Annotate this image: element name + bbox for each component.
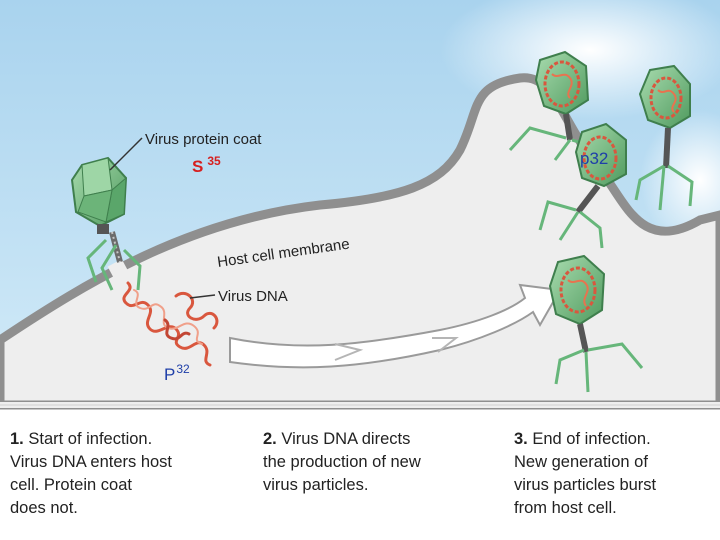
new-phage-4 [548, 254, 644, 393]
sulfur-superscript: 35 [207, 154, 221, 168]
step-3-line-3: virus particles burst [514, 476, 657, 494]
step-1-line-3: cell. Protein coat [10, 476, 132, 494]
phosphorus-label: P32 [164, 362, 190, 384]
step-3-caption: 3. End of infection. New generation of v… [514, 428, 656, 520]
phage-p32-label: p32 [580, 149, 608, 168]
step-1-number: 1. [10, 430, 24, 448]
new-phage-3 [538, 122, 627, 249]
new-phage-2 [634, 64, 694, 211]
infecting-phage [70, 156, 142, 291]
step-2-line-2: the production of new [263, 453, 421, 471]
caption-area [0, 405, 720, 540]
sulfur-letter: S [192, 157, 203, 176]
phosphorus-superscript: 32 [176, 362, 190, 376]
step-3-number: 3. [514, 430, 528, 448]
sulfur-label: S 35 [192, 154, 221, 176]
step-3-line-1: End of infection. [532, 430, 651, 448]
virus-dna-label: Virus DNA [218, 288, 288, 305]
step-2-number: 2. [263, 430, 277, 448]
new-phage-1 [508, 50, 610, 171]
step-2-line-3: virus particles. [263, 476, 369, 494]
virus-dna-leader [189, 294, 216, 299]
step-3-line-4: from host cell. [514, 499, 617, 517]
step-1-caption: 1. Start of infection. Virus DNA enters … [10, 428, 172, 520]
step-3-line-2: New generation of [514, 453, 648, 471]
protein-coat-leader [109, 137, 143, 171]
step-1-line-4: does not. [10, 499, 78, 517]
phosphorus-letter: P [164, 365, 175, 384]
virus-dna-coil [122, 281, 219, 367]
membrane-opening [107, 259, 129, 279]
progress-arrow [229, 283, 562, 369]
step-2-line-1: Virus DNA directs [281, 430, 411, 448]
protein-coat-label: Virus protein coat [145, 131, 262, 148]
burst-glow-2 [640, 110, 720, 250]
step-1-line-2: Virus DNA enters host [10, 453, 173, 471]
step-1-line-1: Start of infection. [28, 430, 153, 448]
step-2-caption: 2. Virus DNA directs the production of n… [263, 428, 421, 497]
